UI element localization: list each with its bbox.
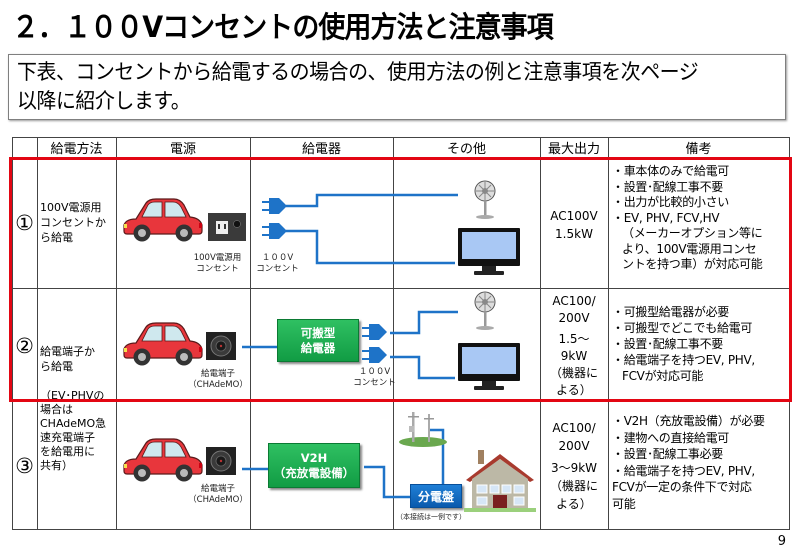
note-line: FCVが対応可能: [622, 369, 704, 383]
utility-pole-icon: [399, 412, 447, 447]
chademo-port-icon: [206, 447, 236, 475]
table-divider: [116, 137, 117, 530]
tv-icon: [458, 228, 520, 275]
method-note-line: 速充電端子: [40, 431, 95, 444]
intro-line: 下表、コンセントから給電するの場合の、使用方法の例と注意事項を次ページ: [17, 60, 699, 84]
intro-box: 下表、コンセントから給電するの場合の、使用方法の例と注意事項を次ページ 以降に紹…: [8, 54, 786, 120]
note-line: ・建物への直接給電可: [612, 430, 730, 445]
header-charger: 給電器: [301, 141, 341, 157]
plug-icon: [262, 198, 287, 214]
method-note-line: （EV･PHVの: [40, 389, 105, 402]
max-output-cell: AC100V 1.5kW: [550, 209, 598, 241]
note-line: ・EV, PHV, FCV,HV: [612, 210, 720, 225]
note-line: FCVが一定の条件下で対応: [612, 480, 752, 494]
header-source: 電源: [169, 141, 196, 157]
max-output-cell: AC100/ 200V 1.5～ 9kW （機器に よる）: [549, 294, 598, 397]
method-cell: 100V電源用 コンセントか ら給電: [40, 200, 116, 245]
plug-icon: [362, 347, 387, 363]
note-line: ・出力が比較的小さい: [612, 195, 730, 209]
page-number: 9: [777, 534, 786, 549]
table-border-top: [12, 137, 790, 138]
chademo-port-icon: [206, 332, 236, 360]
source-caption: 給電端子 （CHAdeMO）: [188, 484, 248, 505]
note-line: ・給電端子を持つEV, PHV,: [612, 353, 755, 367]
method-note-line: を給電用に: [40, 445, 95, 458]
cable-lines: [286, 193, 458, 265]
table-divider: [608, 137, 609, 530]
method-note-line: 場合は: [40, 403, 73, 416]
cable-lines: [242, 428, 445, 499]
portable-charger-box: 可搬型 給電器: [277, 319, 359, 362]
fan-icon: [474, 291, 496, 330]
intro-line: 以降に紹介します。: [17, 89, 191, 113]
method-note-line: CHAdeMO急: [40, 417, 107, 430]
plug-icon: [362, 324, 387, 340]
notes-cell: ・V2H（充放電設備）が必要 ・建物への直接給電可 ・設置･配線工事必要 ・給電…: [612, 413, 790, 512]
car-icon: [123, 322, 203, 366]
distribution-panel-box: 分電盤: [410, 484, 462, 508]
outlet-caption: １００V コンセント: [353, 367, 396, 388]
plug-icon: [262, 223, 287, 239]
note-line: ・給電端子を持つEV, PHV,: [612, 463, 755, 478]
table-divider: [12, 288, 790, 289]
table-border-left: [12, 137, 13, 530]
method-line: ら給電: [40, 360, 73, 373]
source-caption: 給電端子 （CHAdeMO）: [188, 369, 248, 390]
max-output-cell: AC100/ 200V 3～9kW （機器に よる）: [549, 421, 598, 511]
source-caption: 100V電源用 コンセント: [193, 253, 242, 274]
table-border-bottom: [12, 529, 790, 530]
note-line: ・設置･配線工事必要: [612, 447, 724, 461]
table-divider: [250, 137, 251, 530]
house-icon: [464, 450, 536, 512]
note-line: より、100V電源用コンセ: [622, 241, 757, 256]
cable-lines: [242, 310, 458, 380]
method-line: コンセントか: [40, 216, 106, 229]
table-divider: [540, 137, 541, 530]
row-number: ①: [15, 211, 34, 235]
note-line: ・可搬型でどこでも給電可: [612, 321, 753, 335]
car-icon: [123, 198, 203, 242]
fan-icon: [474, 180, 496, 219]
notes-cell: ・車本体のみで給電可 ・設置･配線工事不要 ・出力が比較的小さい ・EV, PH…: [612, 164, 790, 273]
notes-cell: ・可搬型給電器が必要 ・可搬型でどこでも給電可 ・設置･配線工事不要 ・給電端子…: [612, 304, 790, 384]
note-line: （メーカーオプション等に: [622, 226, 763, 240]
table-divider: [37, 137, 38, 530]
method-line: 100V電源用: [40, 201, 102, 214]
header-max-output: 最大出力: [547, 141, 600, 157]
page-title: ２．１００Vコンセントの使用方法と注意事項: [12, 10, 554, 44]
v2h-equipment-box: V2H （充放電設備）: [268, 443, 360, 488]
tv-icon: [458, 343, 520, 390]
row-number: ③: [15, 454, 34, 478]
note-line: ・V2H（充放電設備）が必要: [612, 414, 765, 428]
car-icon: [123, 438, 203, 482]
header-method: 給電方法: [50, 141, 103, 157]
outlet-caption: １００V コンセント: [256, 253, 299, 274]
row-number: ②: [15, 334, 34, 358]
note-line: 可能: [612, 496, 636, 511]
note-line: ・設置･配線工事不要: [612, 179, 724, 194]
header-notes: 備考: [685, 141, 712, 157]
note-line: ・設置･配線工事不要: [612, 337, 724, 351]
power-outlet-icon: [208, 213, 246, 241]
method-note: （EV･PHVの 場合は CHAdeMO急 速充電端子 を給電用に 共有）: [40, 389, 116, 473]
note-line: ・可搬型給電器が必要: [612, 305, 730, 319]
panel-caption: （本接続は一例です）: [396, 513, 466, 521]
method-line: 給電端子か: [40, 345, 95, 358]
note-line: ントを持つ車）が対応可能: [622, 257, 763, 271]
note-line: ・車本体のみで給電可: [612, 164, 730, 178]
header-other: その他: [446, 141, 486, 157]
method-note-line: 共有）: [40, 459, 73, 472]
method-cell: 給電端子か ら給電: [40, 344, 116, 374]
method-line: ら給電: [40, 231, 73, 244]
